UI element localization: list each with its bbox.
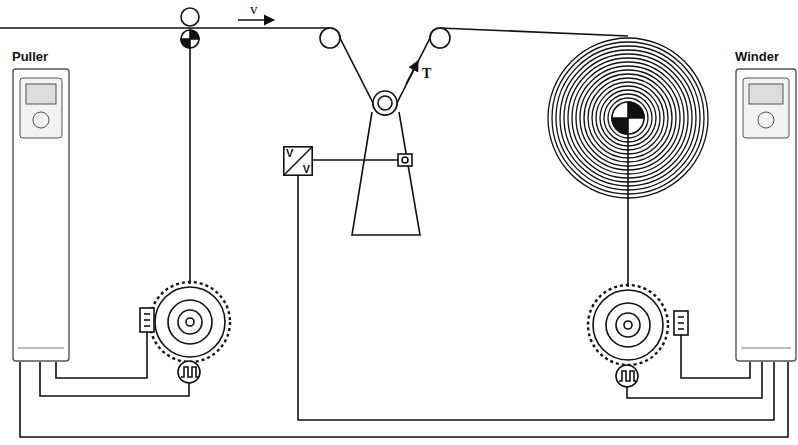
drive-body (12, 68, 70, 362)
reel-hub (612, 102, 644, 134)
tension-label: T (422, 66, 431, 82)
encoder-wire (40, 362, 189, 396)
sensor-wire (313, 159, 398, 161)
puller-encoder (178, 361, 200, 383)
web (0, 28, 628, 115)
signal-wire (20, 362, 788, 437)
position-sensor (398, 154, 412, 166)
winder-motor (588, 285, 688, 365)
winder-shaft (627, 134, 629, 287)
velocity-label: v (250, 1, 258, 18)
reel-winding (608, 98, 648, 138)
puller-shaft (189, 48, 191, 284)
guide-roller (320, 28, 340, 48)
voltage-symbol: V (303, 163, 310, 175)
guide-roller (430, 28, 450, 48)
winder-encoder (616, 365, 638, 387)
pinch-roller (181, 8, 199, 26)
puller-motor (140, 282, 230, 362)
velocity-arrow (238, 19, 274, 21)
tension-arrow (406, 61, 418, 84)
drive-name: Winder (735, 49, 779, 64)
puller-roller (181, 30, 199, 48)
encoder-wire (627, 362, 762, 398)
voltage-symbol: V (286, 147, 293, 159)
signal-converter: VV (283, 146, 313, 176)
drive-cabinet: Puller (12, 68, 70, 362)
signal-wire (298, 176, 774, 420)
dancer-roller (373, 91, 397, 115)
dancer-frame (352, 112, 420, 235)
drive-cabinet: Winder (735, 68, 797, 362)
drive-body (735, 68, 797, 362)
drive-name: Puller (12, 49, 48, 64)
